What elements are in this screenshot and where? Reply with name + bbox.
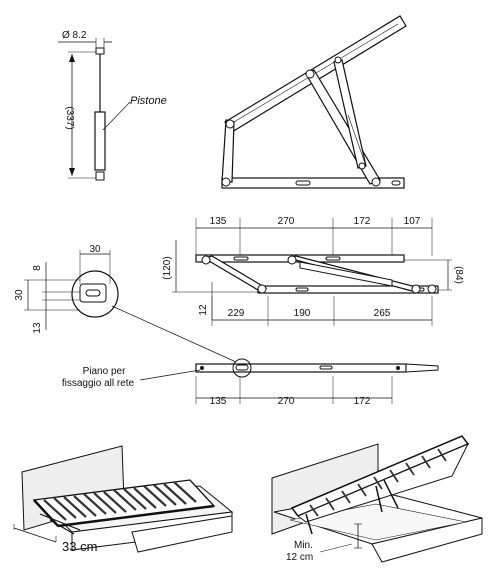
top-dim-1: 135 (210, 216, 227, 227)
bed-closed-illustration (13, 445, 234, 553)
plate-label-line1: Piano per (83, 366, 126, 377)
top-dim-4: 107 (404, 216, 421, 227)
bed-right-measure-line2: 12 cm (286, 552, 313, 563)
bed-left-measure: 33 cm (62, 539, 97, 554)
detail-width-label: 30 (89, 244, 101, 255)
top-dim-3: 172 (354, 216, 371, 227)
mechanism-closed-drawing (172, 218, 452, 326)
bed-slats (43, 481, 197, 521)
piston-diameter-label: Ø 8.2 (62, 30, 87, 41)
piston-label: Pistone (130, 95, 167, 107)
plate-dim-2: 270 (278, 396, 295, 407)
plate-detail-drawing (24, 250, 119, 330)
detail-height-label: 30 (14, 289, 25, 301)
mechanism-open-drawing (221, 15, 407, 189)
bed-right-measure-line1: Min. (294, 540, 313, 551)
bottom-dim-2: 190 (294, 308, 311, 319)
plate-closed-drawing (139, 358, 439, 404)
detail-offset-top-label: 8 (32, 265, 43, 271)
side-height-right: (84) (453, 266, 464, 284)
detail-offset-bottom-label: 13 (32, 322, 43, 334)
bed-open-slats (309, 448, 447, 517)
bottom-dim-3: 265 (374, 308, 391, 319)
top-dim-2: 270 (278, 216, 295, 227)
plate-label-line2: fissaggio all rete (62, 378, 135, 389)
side-height-left: (120) (162, 256, 173, 279)
plate-dim-3: 172 (354, 396, 371, 407)
pin-height-label: 12 (198, 304, 209, 316)
bottom-dim-1: 229 (228, 308, 245, 319)
piston-length-label: (337) (64, 106, 75, 129)
plate-dim-1: 135 (210, 396, 227, 407)
detail-leader-line (111, 305, 237, 363)
bed-open-illustration (271, 435, 483, 563)
piston-drawing (58, 38, 131, 181)
